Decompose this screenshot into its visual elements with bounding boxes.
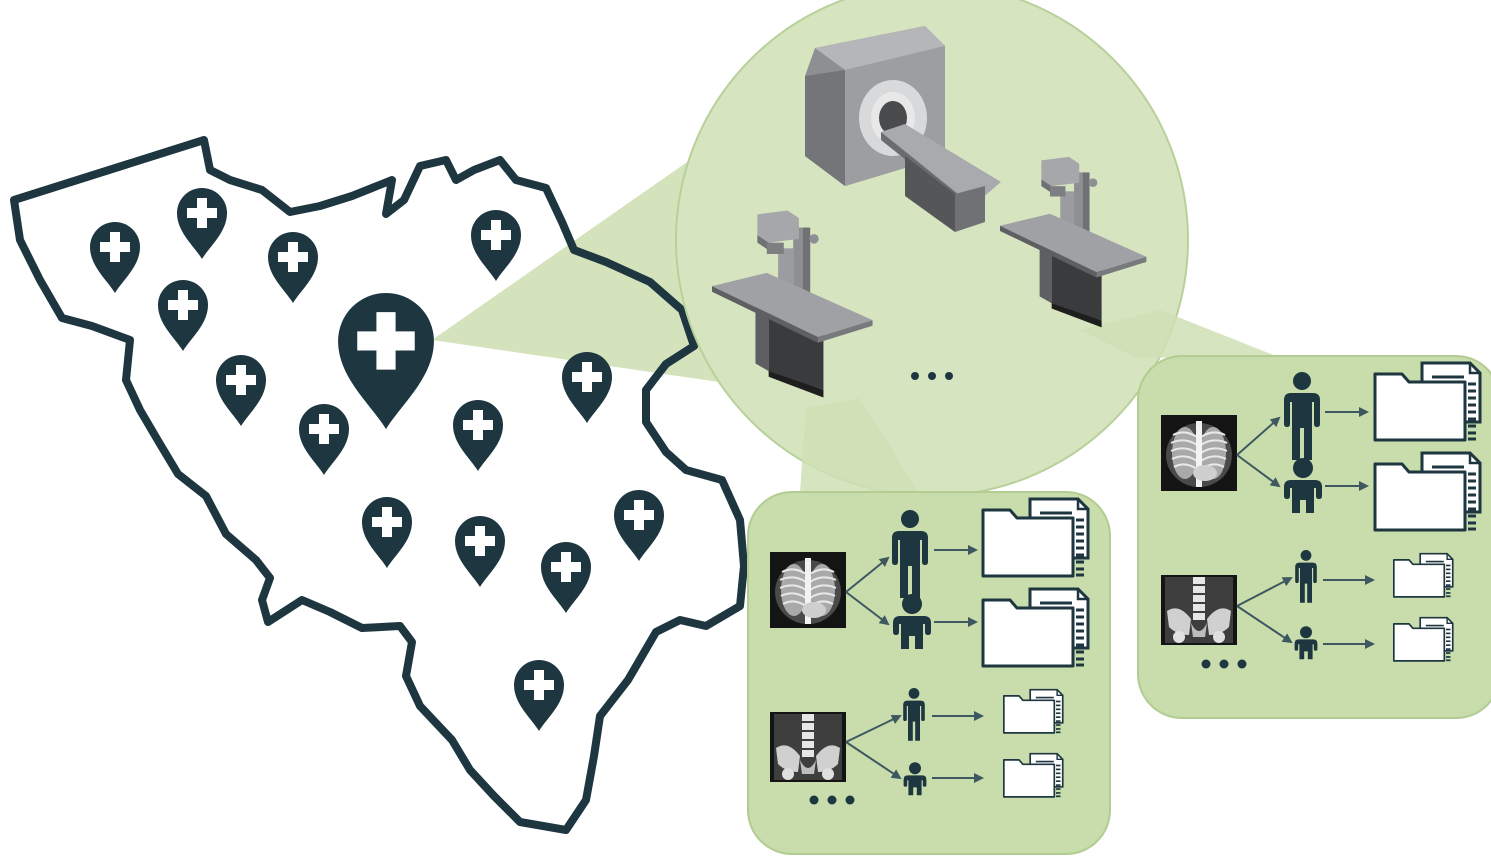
hospital-panel-left [747,491,1111,855]
hospital-marker-highlighted-icon[interactable] [338,293,434,430]
ellipsis-icon [1201,659,1247,669]
patient-folder-icon [1002,752,1064,798]
hospital-marker-icon[interactable] [177,188,227,259]
hospital-marker-icon[interactable] [299,404,349,475]
hospital-marker-icon[interactable] [90,222,140,293]
ellipsis-icon [911,372,953,380]
patient-folder-icon [981,497,1090,578]
patient-folder-icon [1002,688,1064,734]
region-outline [10,136,748,834]
hospital-marker-icon[interactable] [514,660,564,731]
ellipsis-icon [809,795,855,805]
patient-folder-icon [1392,552,1454,598]
hospital-marker-icon[interactable] [362,497,412,568]
panel-connector-left [800,398,918,492]
patient-folder-icon [1392,616,1454,662]
patient-folder-icon [1373,361,1482,442]
hospital-marker-icon[interactable] [541,542,591,613]
panel-connector-right [1080,310,1276,358]
hospital-marker-icon[interactable] [158,280,208,351]
pelvis-xray-thumbnail [1161,575,1237,645]
patient-folder-icon [981,587,1090,668]
hospital-marker-icon[interactable] [268,232,318,303]
hospital-panel-right [1137,355,1491,719]
hospital-marker-icon[interactable] [453,400,503,471]
chest-xray-thumbnail [1161,415,1237,491]
patient-folder-icon [1373,451,1482,532]
hospital-marker-icon[interactable] [455,516,505,587]
hospital-marker-icon[interactable] [471,210,521,281]
hospital-marker-icon[interactable] [562,352,612,423]
pelvis-xray-thumbnail [770,712,846,782]
chest-xray-thumbnail [770,552,846,628]
hospital-marker-icon[interactable] [216,355,266,426]
hospital-marker-icon[interactable] [614,490,664,561]
